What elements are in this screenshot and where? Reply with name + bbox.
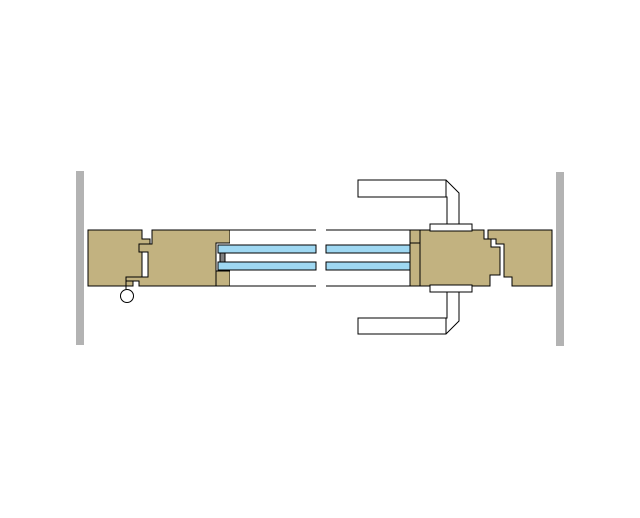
hinge-pin [120, 289, 134, 303]
glass-pane-inner-right [325, 261, 423, 271]
glazing-bead-right-top [409, 229, 421, 244]
glass-pane-outer-right [325, 244, 423, 254]
glass-pane-outer-left [217, 244, 317, 254]
glass-zone-right [326, 230, 410, 286]
glass-zone-left [230, 230, 316, 286]
frame-right [487, 229, 553, 287]
escutcheon-top [429, 223, 473, 232]
spacer-left [219, 252, 226, 263]
wall-right [556, 172, 564, 346]
wall-left [76, 171, 84, 345]
handle-top [357, 179, 460, 225]
escutcheon-bottom [429, 284, 473, 293]
handle-bottom [357, 291, 460, 335]
glazing-bead-left [215, 270, 231, 287]
glass-pane-inner-left [217, 261, 317, 271]
